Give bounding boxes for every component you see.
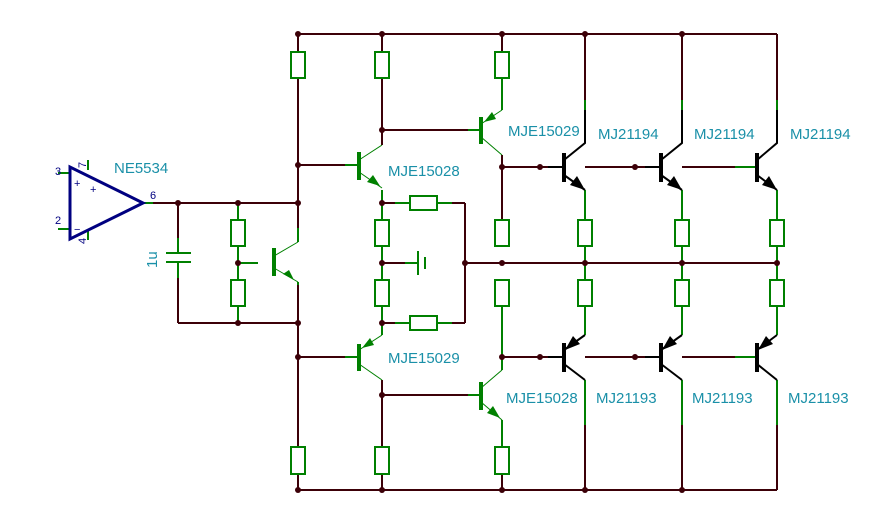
resistor bbox=[494, 219, 510, 247]
junction-dots bbox=[175, 31, 780, 493]
transistor-mj21194: MJ21194 bbox=[548, 110, 659, 191]
output-transistors-top: MJ21194 MJ21194 MJ21194 bbox=[548, 110, 851, 191]
resistor bbox=[577, 219, 593, 247]
resistor bbox=[674, 279, 690, 307]
svg-text:MJE15028: MJE15028 bbox=[388, 163, 460, 180]
resistor bbox=[577, 279, 593, 307]
svg-text:MJE15029: MJE15029 bbox=[388, 350, 460, 367]
pin-2: 2 bbox=[55, 215, 61, 227]
opamp-ne5534: + + − 3 2 7 4 6 NE5534 bbox=[55, 160, 168, 244]
svg-text:−: − bbox=[74, 224, 80, 236]
transistor-mj21194: MJ21194 bbox=[645, 110, 755, 191]
capacitor: 1u bbox=[144, 251, 191, 268]
transistor-mje15028-bottom: MJE15028 bbox=[468, 369, 578, 421]
svg-text:MJ21193: MJ21193 bbox=[596, 390, 657, 407]
pin-7: 7 bbox=[77, 162, 89, 168]
resistor bbox=[374, 219, 390, 247]
resistor bbox=[290, 446, 306, 475]
resistor bbox=[230, 219, 246, 247]
transistor-mje15028-top: MJE15028 bbox=[345, 144, 460, 189]
svg-text:+: + bbox=[74, 178, 80, 190]
pin-3: 3 bbox=[55, 166, 61, 178]
resistors bbox=[230, 51, 785, 475]
svg-text:MJ21193: MJ21193 bbox=[788, 390, 849, 407]
vbe-multiplier-transistor bbox=[272, 228, 299, 285]
resistor bbox=[374, 279, 390, 307]
pin-4: 4 bbox=[77, 238, 89, 244]
svg-text:MJ21194: MJ21194 bbox=[790, 126, 851, 143]
svg-text:MJ21193: MJ21193 bbox=[692, 390, 753, 407]
resistor bbox=[374, 446, 390, 475]
pin-6: 6 bbox=[150, 190, 156, 202]
resistor bbox=[494, 446, 510, 475]
transistor-mje15029-top: MJE15029 bbox=[468, 109, 580, 156]
transistor-mje15029-bottom: MJE15029 bbox=[345, 334, 460, 381]
opamp-label: NE5534 bbox=[114, 160, 168, 177]
transistor-mj21193: MJ21193 bbox=[755, 334, 849, 407]
resistor bbox=[409, 195, 438, 211]
resistor bbox=[374, 51, 390, 79]
ground-symbol bbox=[417, 251, 426, 275]
resistor bbox=[409, 315, 438, 331]
resistor bbox=[494, 51, 510, 79]
capacitor-value: 1u bbox=[144, 251, 161, 268]
output-transistors-bottom: MJ21193 MJ21193 MJ21193 bbox=[548, 334, 849, 407]
transistor-mj21193: MJ21193 bbox=[548, 334, 657, 407]
transistor-mj21193: MJ21193 bbox=[645, 334, 753, 407]
resistor bbox=[230, 279, 246, 307]
transistor-mj21194: MJ21194 bbox=[755, 110, 851, 191]
resistor bbox=[494, 279, 510, 307]
svg-text:+: + bbox=[90, 184, 96, 196]
svg-text:MJ21194: MJ21194 bbox=[598, 126, 659, 143]
resistor bbox=[674, 219, 690, 247]
svg-text:MJE15028: MJE15028 bbox=[506, 390, 578, 407]
resistor bbox=[290, 51, 306, 79]
resistor bbox=[769, 219, 785, 247]
svg-text:MJ21194: MJ21194 bbox=[694, 126, 755, 143]
svg-text:MJE15029: MJE15029 bbox=[508, 123, 580, 140]
resistor bbox=[769, 279, 785, 307]
